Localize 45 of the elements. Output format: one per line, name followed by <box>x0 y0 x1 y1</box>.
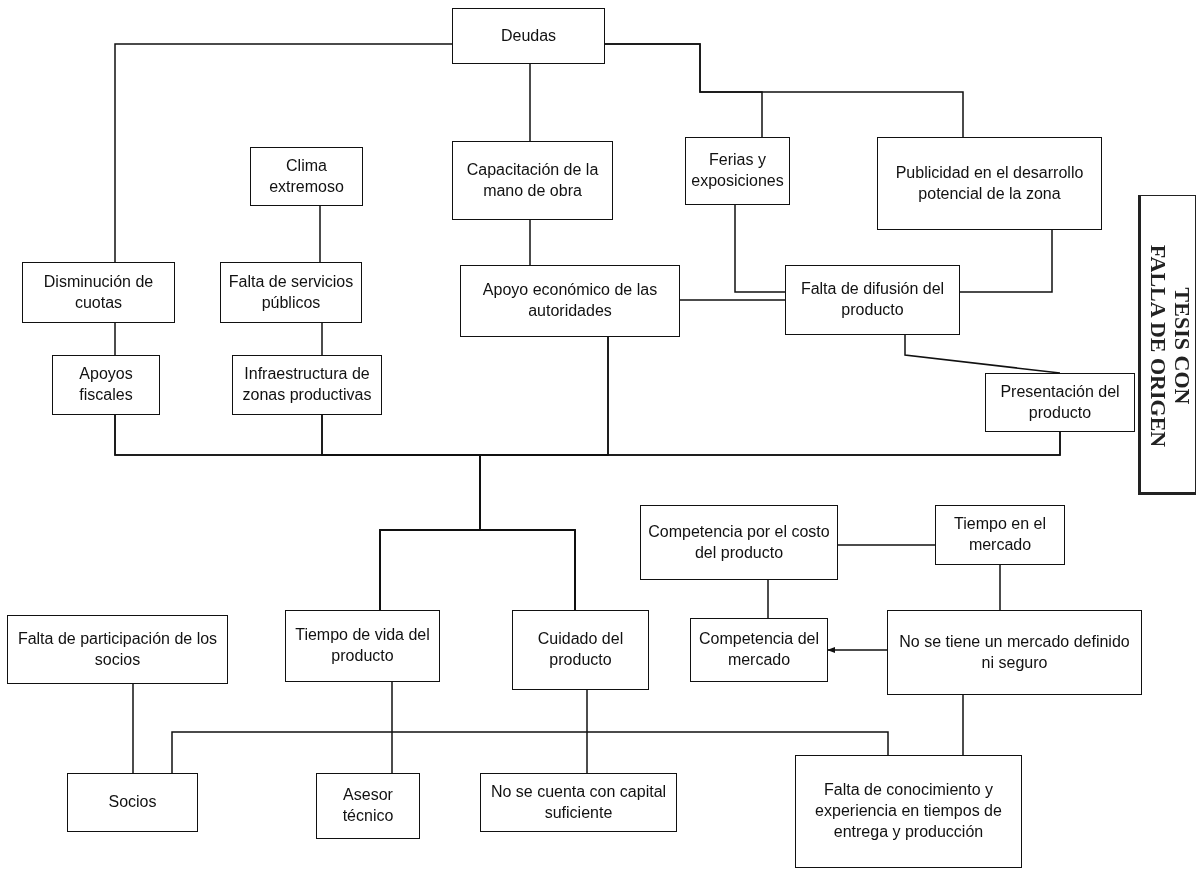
process-box: Tiempo de vida del producto <box>285 610 440 682</box>
connector-line <box>114 43 453 263</box>
process-box: Publicidad en el desarrollo potencial de la zona <box>877 137 1102 230</box>
stamp-text: FALLA DE ORIGEN <box>1145 244 1170 448</box>
connector-line <box>391 681 393 774</box>
process-box: Clima extremoso <box>250 147 363 206</box>
process-box: Falta de conocimiento y experiencia en tiempos de entrega y producción <box>795 755 1022 868</box>
connector-line <box>586 689 588 774</box>
connector-line <box>999 564 1001 611</box>
connector-line <box>132 683 134 774</box>
connector-line <box>827 646 888 654</box>
process-box: Infraestructura de zonas productivas <box>232 355 382 415</box>
process-box: Ferias y exposiciones <box>685 137 790 205</box>
connector-line <box>904 334 1061 374</box>
process-box: Socios <box>67 773 198 832</box>
process-box: Capacitación de la mano de obra <box>452 141 613 220</box>
connector-line <box>734 204 786 293</box>
connector-line <box>679 299 786 301</box>
connector-line <box>837 544 936 546</box>
stamp-text: TESIS CON <box>1170 287 1195 405</box>
process-box: Asesor técnico <box>316 773 420 839</box>
process-box: Falta de participación de los socios <box>7 615 228 684</box>
connector-line <box>171 731 889 774</box>
process-box: No se tiene un mercado definido ni seguro <box>887 610 1142 695</box>
connector-line <box>962 694 964 756</box>
process-box: Falta de difusión del producto <box>785 265 960 335</box>
connector-line <box>321 322 323 356</box>
process-box: Presentación del producto <box>985 373 1135 432</box>
connector-line <box>959 229 1053 293</box>
process-box: Cuidado del producto <box>512 610 649 690</box>
process-box: Competencia por el costo del producto <box>640 505 838 580</box>
process-box: Apoyos fiscales <box>52 355 160 415</box>
process-box: No se cuenta con capital suficiente <box>480 773 677 832</box>
process-box: Tiempo en el mercado <box>935 505 1065 565</box>
process-box: Disminución de cuotas <box>22 262 175 323</box>
process-box: Apoyo económico de las autoridades <box>460 265 680 337</box>
connector-line <box>529 63 531 142</box>
connector-line <box>767 579 769 619</box>
connector-line <box>529 219 531 266</box>
connector-line <box>114 322 116 356</box>
process-box: Falta de servicios públicos <box>220 262 362 323</box>
connector-line <box>319 205 321 263</box>
process-box: Competencia del mercado <box>690 618 828 682</box>
connector-line <box>604 43 964 138</box>
process-box: Deudas <box>452 8 605 64</box>
